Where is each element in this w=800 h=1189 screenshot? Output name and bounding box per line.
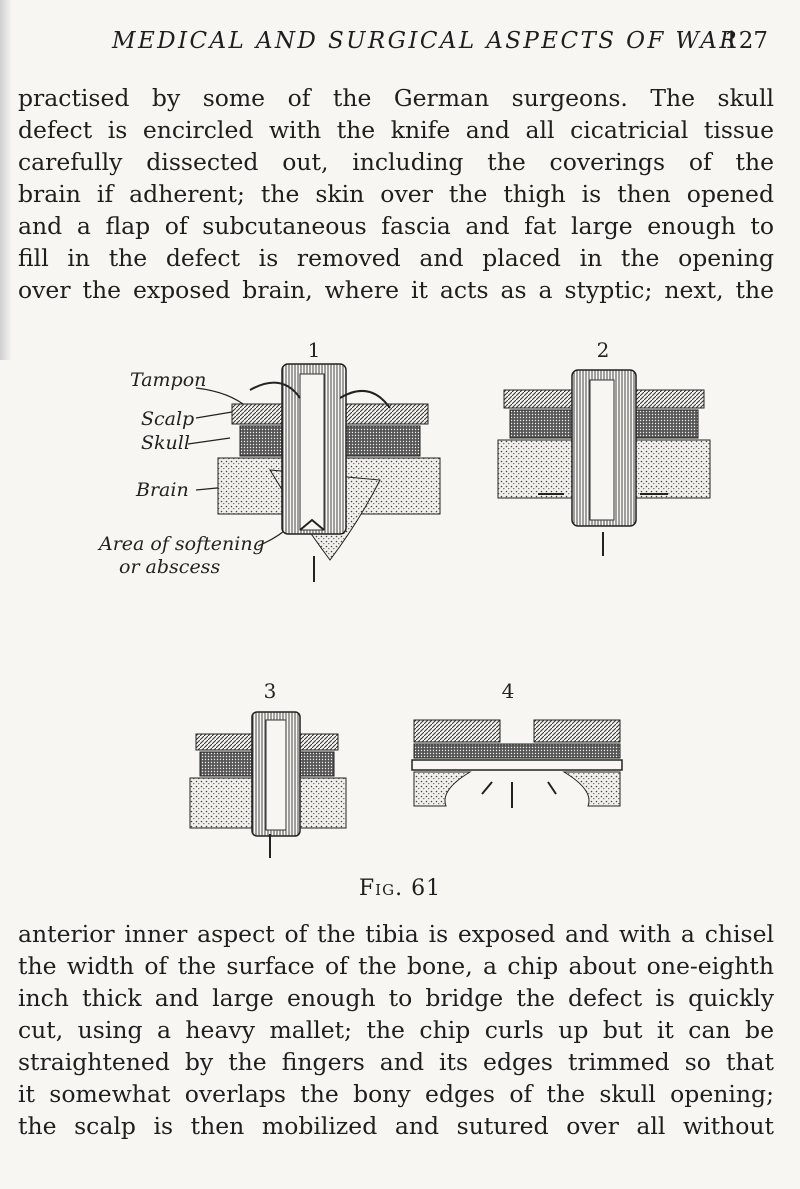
text-line: practised by some of the German surgeons… xyxy=(18,84,774,112)
panel-number: 3 xyxy=(264,679,277,703)
label-brain: Brain xyxy=(135,479,189,501)
body-text-bottom: anterior inner aspect of the tibia is ex… xyxy=(18,918,774,1142)
body-text-top: practised by some of the German surgeons… xyxy=(18,82,774,306)
panel-4-diagram xyxy=(411,719,623,808)
panel-3-diagram xyxy=(189,711,347,858)
label-skull: Skull xyxy=(141,432,190,454)
figure-caption: Fig. 61 xyxy=(0,876,800,901)
text-line: and a flap of subcutaneous fascia and fa… xyxy=(18,212,774,240)
running-title: MEDICAL AND SURGICAL ASPECTS OF WAR xyxy=(112,28,740,54)
text-line: fill in the defect is removed and placed… xyxy=(18,244,774,272)
label-area-of-softening: Area of softening xyxy=(97,533,265,555)
text-line: the scalp is then mobilized and sutured … xyxy=(18,1112,774,1140)
caption-number: 61 xyxy=(411,876,442,901)
caption-prefix: Fig. xyxy=(358,876,404,901)
panel-1-diagram xyxy=(217,363,441,582)
text-line: inch thick and large enough to bridge th… xyxy=(18,984,774,1012)
label-tampon: Tampon xyxy=(130,369,206,391)
panel-number: 4 xyxy=(502,679,515,703)
page-gutter-shadow xyxy=(0,0,12,360)
text-line: carefully dissected out, including the c… xyxy=(18,148,774,176)
text-line: it somewhat overlaps the bony edges of t… xyxy=(18,1080,774,1108)
text-line: anterior inner aspect of the tibia is ex… xyxy=(18,920,774,948)
panel-number: 2 xyxy=(597,338,610,362)
running-header: MEDICAL AND SURGICAL ASPECTS OF WAR 127 xyxy=(112,28,768,62)
label-or-abscess: or abscess xyxy=(119,556,220,578)
text-line: defect is encircled with the knife and a… xyxy=(18,116,774,144)
panel-number: 1 xyxy=(308,338,321,362)
label-scalp: Scalp xyxy=(141,408,194,430)
text-line: the width of the surface of the bone, a … xyxy=(18,952,774,980)
text-line: over the exposed brain, where it acts as… xyxy=(18,276,774,304)
text-line: cut, using a heavy mallet; the chip curl… xyxy=(18,1016,774,1044)
text-line: straightened by the fingers and its edge… xyxy=(18,1048,774,1076)
figure-61-illustration: 1 2 3 4 Tampon Scalp Skull Brain Area of… xyxy=(97,338,711,858)
page-number: 127 xyxy=(724,28,768,54)
panel-2-diagram xyxy=(497,369,711,556)
text-line: brain if adherent; the skin over the thi… xyxy=(18,180,774,208)
